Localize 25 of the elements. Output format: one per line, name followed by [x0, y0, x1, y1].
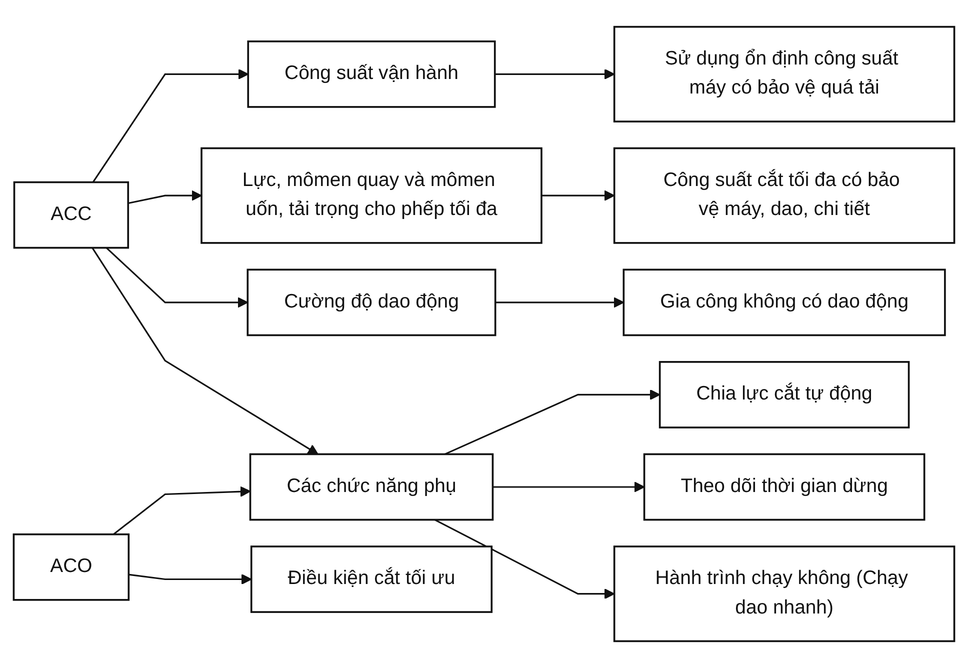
node-box: Lực, mômen quay và mômen uốn, tải trọng cho phếp tối đa: [200, 147, 542, 244]
arrow: [128, 574, 252, 585]
node-box: Điều kiện cắt tối ưu: [250, 546, 493, 613]
node-box: Theo dõi thời gian dừng: [643, 453, 926, 521]
node-box: Hành trình chạy không (Chạy dao nhanh): [613, 546, 956, 642]
arrow: [492, 482, 645, 492]
node-box: Cường độ dao động: [246, 268, 496, 336]
node-box: Công suất vận hành: [247, 40, 496, 108]
arrow: [541, 190, 615, 201]
arrow: [106, 247, 248, 308]
node-box: Công suất cắt tối đa có bảo vệ máy, dao, chi tiết: [613, 147, 956, 244]
node-box: ACC: [13, 181, 130, 249]
arrow: [92, 247, 318, 455]
arrow: [434, 519, 615, 600]
node-box: Các chức năng phụ: [249, 453, 494, 521]
arrow: [495, 297, 624, 308]
arrow: [128, 190, 202, 204]
arrow: [92, 68, 249, 183]
arrow: [494, 68, 615, 80]
node-box: Sử dụng ổn định công suất máy có bảo vệ quá tải: [613, 26, 956, 122]
node-box: Chia lực cắt tự động: [658, 361, 910, 428]
arrow: [112, 486, 251, 535]
node-box: Gia công không có dao động: [622, 268, 946, 336]
arrow: [444, 389, 660, 455]
node-box: ACO: [12, 533, 130, 601]
